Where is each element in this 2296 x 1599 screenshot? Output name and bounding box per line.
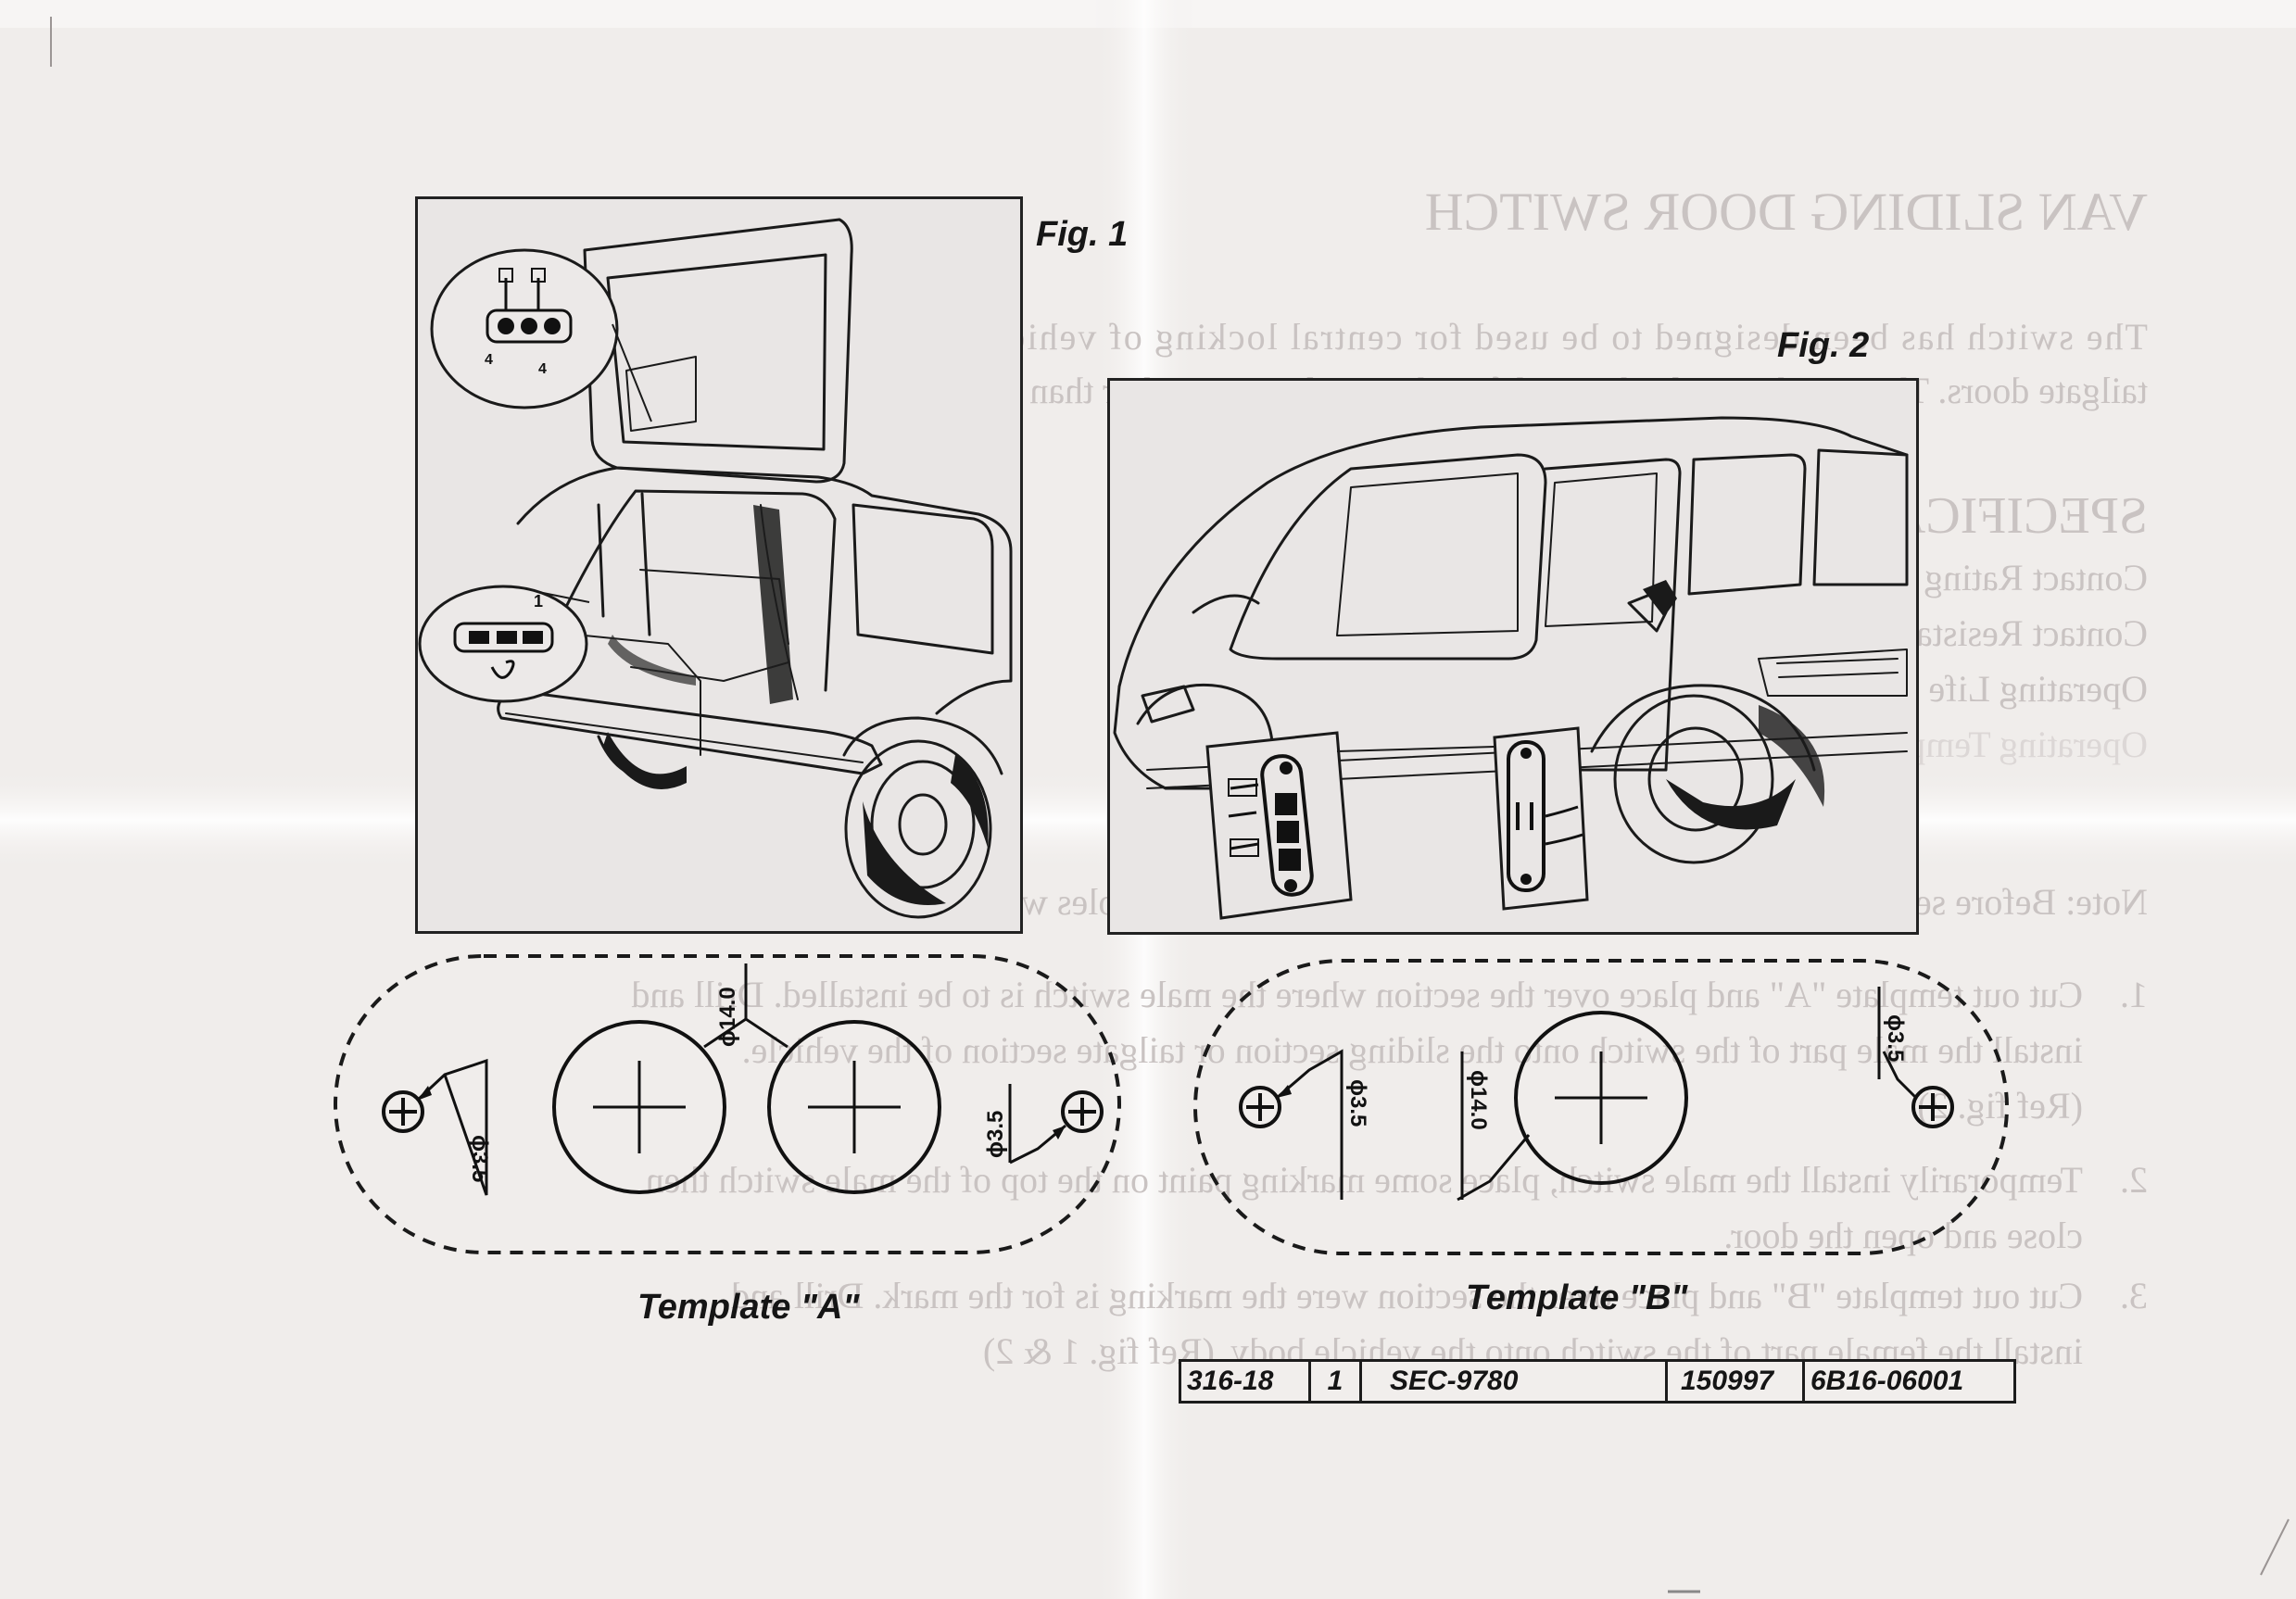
template-b-large-hole <box>1457 1011 1688 1202</box>
ref-cell-doc: 6B16-06001 <box>1810 1366 1964 1396</box>
figure-2-box <box>1107 378 1919 935</box>
template-b-dim-right: ϕ3.5 <box>1883 1014 1908 1062</box>
figure-1-drawing: 4 4 1 <box>418 218 1013 919</box>
template-a-cutout: ϕ3.5 ϕ14.0 ϕ3.5 <box>334 954 1121 1254</box>
fig1-callout-upper-b: 4 <box>538 361 547 377</box>
template-b-small-hole-right <box>1877 987 1954 1128</box>
template-b-cutout: ϕ3.5 ϕ14.0 ϕ3.5 <box>1193 959 2009 1255</box>
fig1-callout-lower: 1 <box>534 592 543 611</box>
template-a-dim-right: ϕ3.5 <box>983 1111 1008 1158</box>
template-a-dim-left: ϕ3.5 <box>467 1135 492 1182</box>
template-a-label: Template "A" <box>637 1288 860 1327</box>
reference-table: 316-18 1 SEC-9780 150997 6B16-06001 <box>1179 1359 2016 1404</box>
ref-cell-part: 316-18 <box>1181 1362 1311 1401</box>
template-a-dim-center: ϕ14.0 <box>715 987 740 1047</box>
template-b-dim-center: ϕ14.0 <box>1466 1070 1491 1130</box>
figure-1-label: Fig. 1 <box>1036 215 1129 254</box>
figure-1-box: 4 4 1 <box>415 196 1023 934</box>
template-b-dim-left: ϕ3.5 <box>1345 1079 1370 1127</box>
fig1-callout-upper-a: 4 <box>485 352 493 368</box>
template-b-label: Template "B" <box>1466 1278 1688 1317</box>
template-a-large-hole-2 <box>767 1020 941 1194</box>
ref-cell-qty: 1 <box>1311 1362 1362 1401</box>
template-a-small-hole-right <box>1008 1084 1104 1165</box>
ref-cell-code: SEC-9780 <box>1362 1362 1668 1401</box>
template-a-large-hole-1 <box>552 1020 726 1194</box>
figure-2-drawing <box>1113 416 1909 920</box>
template-a-small-hole-left <box>382 1058 488 1196</box>
figure-2-label: Fig. 2 <box>1777 326 1870 365</box>
template-b-small-hole-left <box>1239 1049 1344 1200</box>
ref-cell-date: 150997 <box>1668 1362 1805 1401</box>
